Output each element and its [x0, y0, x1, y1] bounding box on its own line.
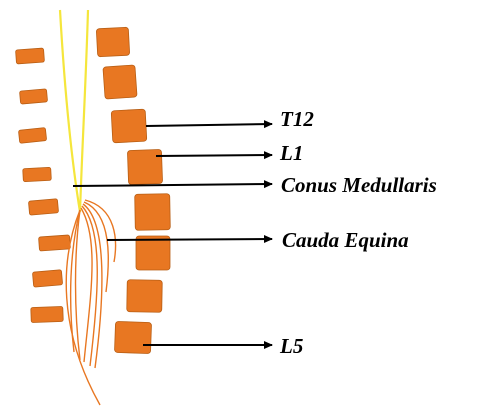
spinal-cord-outline: [80, 10, 88, 212]
posterior-segments: [16, 48, 71, 323]
posterior-segment: [28, 199, 58, 215]
pointer-arrows: [73, 124, 272, 345]
label-t12: T12: [280, 107, 314, 131]
arrow-l1: [156, 155, 272, 156]
posterior-segment: [39, 235, 71, 251]
posterior-segment: [16, 48, 45, 64]
vertebra-t12: [111, 109, 147, 143]
arrow-conus: [73, 184, 272, 186]
vertebra-l5: [114, 321, 151, 353]
vertebra: [136, 236, 170, 270]
vertebra: [135, 194, 171, 231]
spinal-cord-outline: [60, 10, 80, 212]
posterior-segment: [23, 167, 52, 181]
vertebra: [103, 65, 137, 99]
vertebra: [127, 280, 163, 313]
arrow-t12: [146, 124, 272, 126]
arrow-cauda: [107, 239, 272, 240]
nerve-root: [81, 208, 92, 362]
vertebral-bodies: [96, 27, 170, 353]
posterior-segment: [32, 270, 62, 287]
label-l5: L5: [279, 334, 303, 358]
spinal-cord: [60, 10, 88, 212]
cauda-equina-nerves: [66, 200, 115, 405]
vertebra: [96, 27, 129, 57]
posterior-segment: [20, 89, 48, 104]
posterior-segment: [31, 306, 64, 322]
posterior-segment: [18, 128, 46, 144]
label-cauda-equina: Cauda Equina: [282, 228, 409, 252]
nerve-root: [76, 210, 81, 360]
label-conus-medullaris: Conus Medullaris: [281, 173, 437, 197]
label-l1: L1: [279, 141, 303, 165]
vertebra-l1: [127, 149, 162, 184]
